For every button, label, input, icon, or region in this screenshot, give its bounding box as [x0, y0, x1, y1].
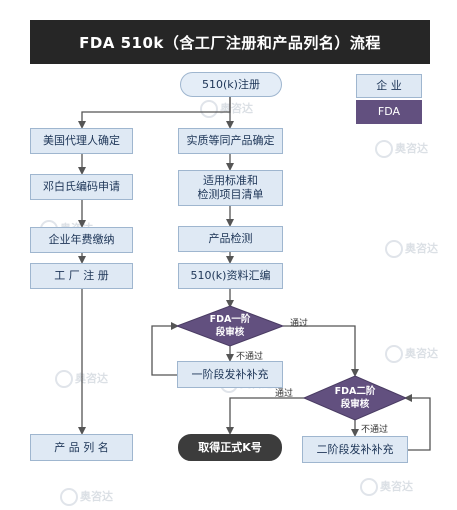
review1-diamond [175, 305, 285, 347]
page-title: FDA 510k（含工厂注册和产品列名）流程 [30, 20, 430, 64]
supplement1-step: 一阶段发补补充 [177, 361, 283, 388]
start-node: 510(k)注册 [180, 72, 282, 97]
watermark: 奥咨达 [60, 488, 113, 506]
watermark: 奥咨达 [385, 345, 438, 363]
watermark-logo-icon [385, 345, 403, 363]
fail-label-review2: 不通过 [361, 425, 389, 435]
connector-review2-to-knumber [226, 397, 306, 435]
annual-fee-step: 企业年费缴纳 [30, 227, 133, 253]
compile-step: 510(k)资料汇编 [178, 263, 283, 289]
watermark: 奥咨达 [55, 370, 108, 388]
equivalent-product-step: 实质等同产品确定 [178, 128, 283, 154]
pass-label-review2: 通过 [275, 389, 294, 399]
watermark-logo-icon [200, 100, 218, 118]
review2-label: FDA二阶 段审核 [334, 386, 376, 410]
factory-registration-step: 工 厂 注 册 [30, 263, 133, 289]
duns-step: 邓白氏编码申请 [30, 174, 133, 200]
pass-label-review1: 通过 [290, 319, 309, 329]
watermark: 奥咨达 [375, 140, 428, 158]
supplement2-step: 二阶段发补补充 [302, 436, 408, 463]
standards-step: 适用标准和 检测项目清单 [178, 170, 283, 206]
legend-fda: FDA [356, 100, 422, 124]
us-agent-step: 美国代理人确定 [30, 128, 133, 154]
connector-supplement2-to-review2 [404, 394, 431, 451]
product-listing-step: 产 品 列 名 [30, 434, 133, 461]
watermark: 奥咨达 [360, 478, 413, 496]
connector-start-to-agent [78, 96, 231, 129]
watermark-logo-icon [360, 478, 378, 496]
fail-label-review1: 不通过 [236, 352, 264, 362]
review2-diamond [302, 375, 408, 421]
legend-company: 企 业 [356, 74, 422, 98]
watermark-logo-icon [55, 370, 73, 388]
connector-supplement1-to-review1 [151, 322, 179, 376]
k-number-result: 取得正式K号 [178, 434, 282, 461]
connector-review1-to-review2 [283, 325, 359, 377]
review1-label: FDA一阶 段审核 [209, 314, 251, 338]
product-testing-step: 产品检测 [178, 226, 283, 252]
watermark: 奥咨达 [385, 240, 438, 258]
watermark-logo-icon [375, 140, 393, 158]
watermark-logo-icon [385, 240, 403, 258]
watermark-logo-icon [60, 488, 78, 506]
